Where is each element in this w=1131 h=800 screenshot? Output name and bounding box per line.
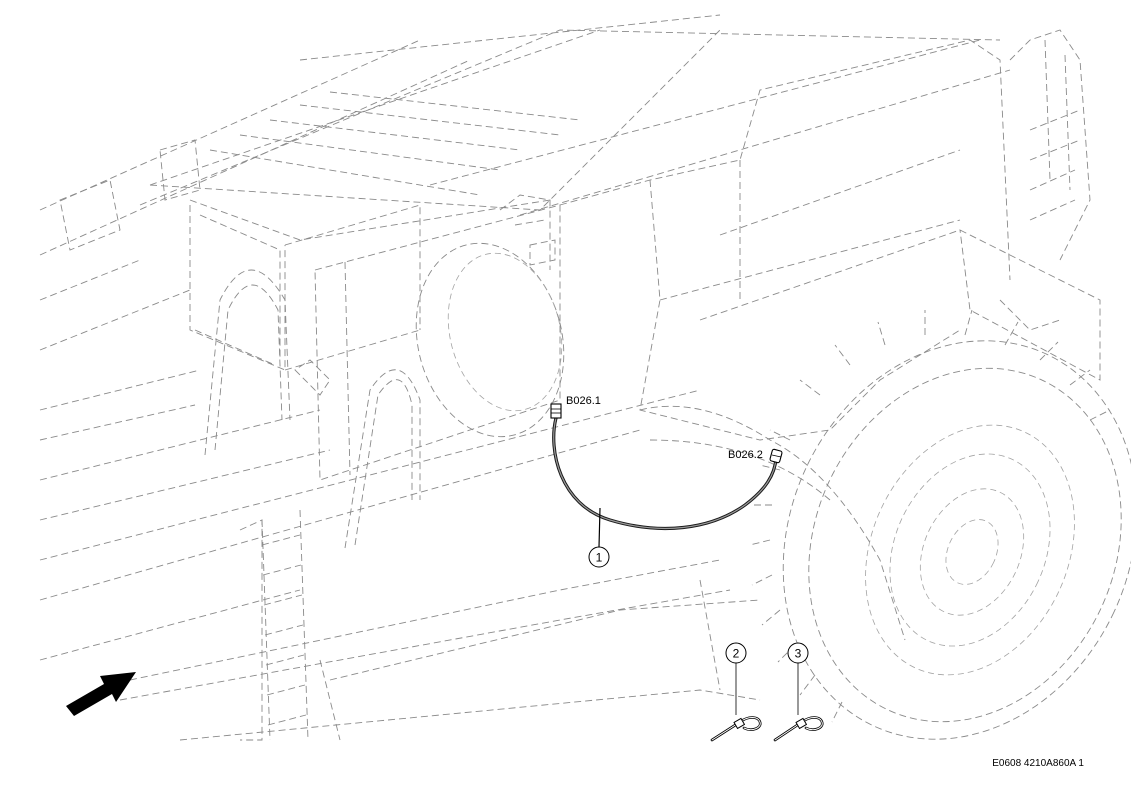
- connector-b026-2-icon: [769, 448, 783, 464]
- connector-b026-1-icon: [550, 403, 562, 419]
- sensor-cable: [552, 416, 778, 531]
- callout-2: 2: [725, 642, 747, 664]
- wheel-outline: [749, 309, 1131, 740]
- cable-tie-2-icon: [710, 663, 762, 742]
- label-b026-2: B026.2: [728, 449, 763, 461]
- drawing-code: E0608 4210A860A 1: [992, 758, 1084, 769]
- callout-1-number: 1: [596, 551, 603, 565]
- callout-3-number: 3: [795, 647, 802, 661]
- callout-2-number: 2: [733, 647, 740, 661]
- callout-1: 1: [588, 507, 610, 568]
- fender-outline: [639, 405, 906, 641]
- callout-3: 3: [787, 642, 809, 664]
- cable-tie-3-icon: [773, 663, 824, 742]
- label-b026-1: B026.1: [566, 395, 601, 407]
- direction-arrow-icon: [66, 672, 136, 716]
- machine-outline: [39, 14, 1101, 741]
